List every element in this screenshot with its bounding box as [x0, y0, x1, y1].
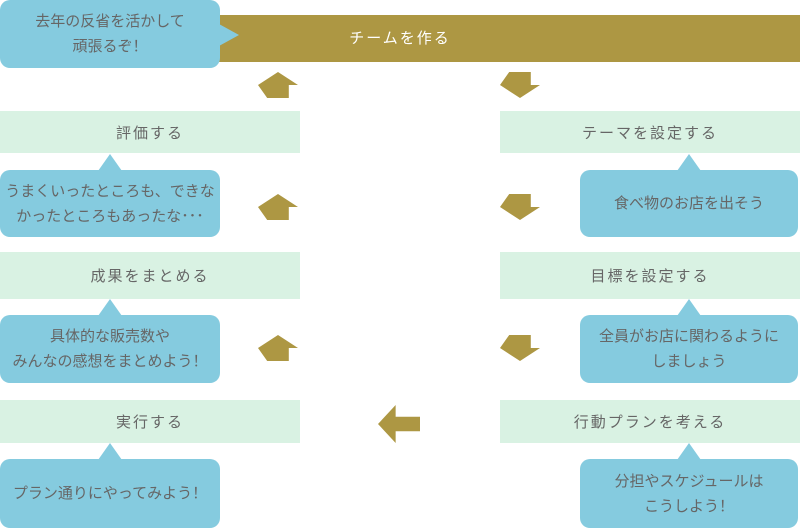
- intro-speech-bubble: 去年の反省を活かして 頑張るぞ！: [0, 0, 239, 68]
- step-box-set-goal: 目標を設定する: [500, 252, 800, 299]
- comment-line: 分担やスケジュールは: [614, 471, 764, 490]
- comment-line: 全員がお店に関わるように: [598, 327, 779, 345]
- comment-line: 食べ物のお店を出そう: [613, 194, 764, 212]
- arrow-left-icon: [378, 405, 420, 443]
- comment-line: みんなの感想をまとめよう！: [12, 352, 208, 370]
- comment-bubble-execute: プラン通りにやってみよう！: [0, 443, 220, 528]
- arrow-down-icon: [500, 194, 540, 220]
- arrow-down-icon: [500, 72, 540, 98]
- speech-tail-up-icon: [98, 299, 122, 316]
- step-box-set-theme: テーマを設定する: [500, 111, 800, 153]
- comment-bubble-set-goal: 全員がお店に関わるように しましょう: [580, 299, 798, 383]
- speech-tail-up-icon: [677, 443, 701, 460]
- step-box-evaluate: 評価する: [0, 111, 300, 153]
- step-box-summarize: 成果をまとめる: [0, 252, 300, 299]
- comment-bubble-summarize: 具体的な販売数や みんなの感想をまとめよう！: [0, 299, 220, 383]
- speech-tail-up-icon: [98, 154, 122, 171]
- arrow-down-icon: [500, 335, 540, 361]
- comment-line: かったところもあったな･･･: [16, 206, 204, 225]
- comment-bubble-action-plan: 分担やスケジュールは こうしよう！: [580, 443, 798, 528]
- step-box-action-plan: 行動プランを考える: [500, 400, 800, 443]
- speech-tail-up-icon: [677, 154, 701, 171]
- speech-tail-up-icon: [98, 443, 122, 460]
- intro-line: 去年の反省を活かして: [35, 12, 185, 30]
- comment-line: うまくいったところも、できな: [5, 181, 215, 200]
- arrow-up-icon: [258, 194, 298, 220]
- team-title-bar: [218, 15, 800, 62]
- comment-line: こうしよう！: [643, 496, 734, 515]
- step-box-execute: 実行する: [0, 400, 300, 443]
- comment-bubble-set-theme: 食べ物のお店を出そう: [580, 154, 798, 237]
- arrow-up-icon: [258, 335, 298, 361]
- arrow-up-icon: [258, 72, 298, 98]
- comment-line: プラン通りにやってみよう！: [12, 484, 208, 502]
- comment-line: しましょう: [651, 352, 727, 370]
- comment-line: 具体的な販売数や: [49, 327, 170, 345]
- speech-tail-up-icon: [677, 299, 701, 316]
- intro-line: 頑張るぞ！: [72, 37, 148, 55]
- comment-bubble-evaluate: うまくいったところも、できな かったところもあったな･･･: [0, 154, 220, 237]
